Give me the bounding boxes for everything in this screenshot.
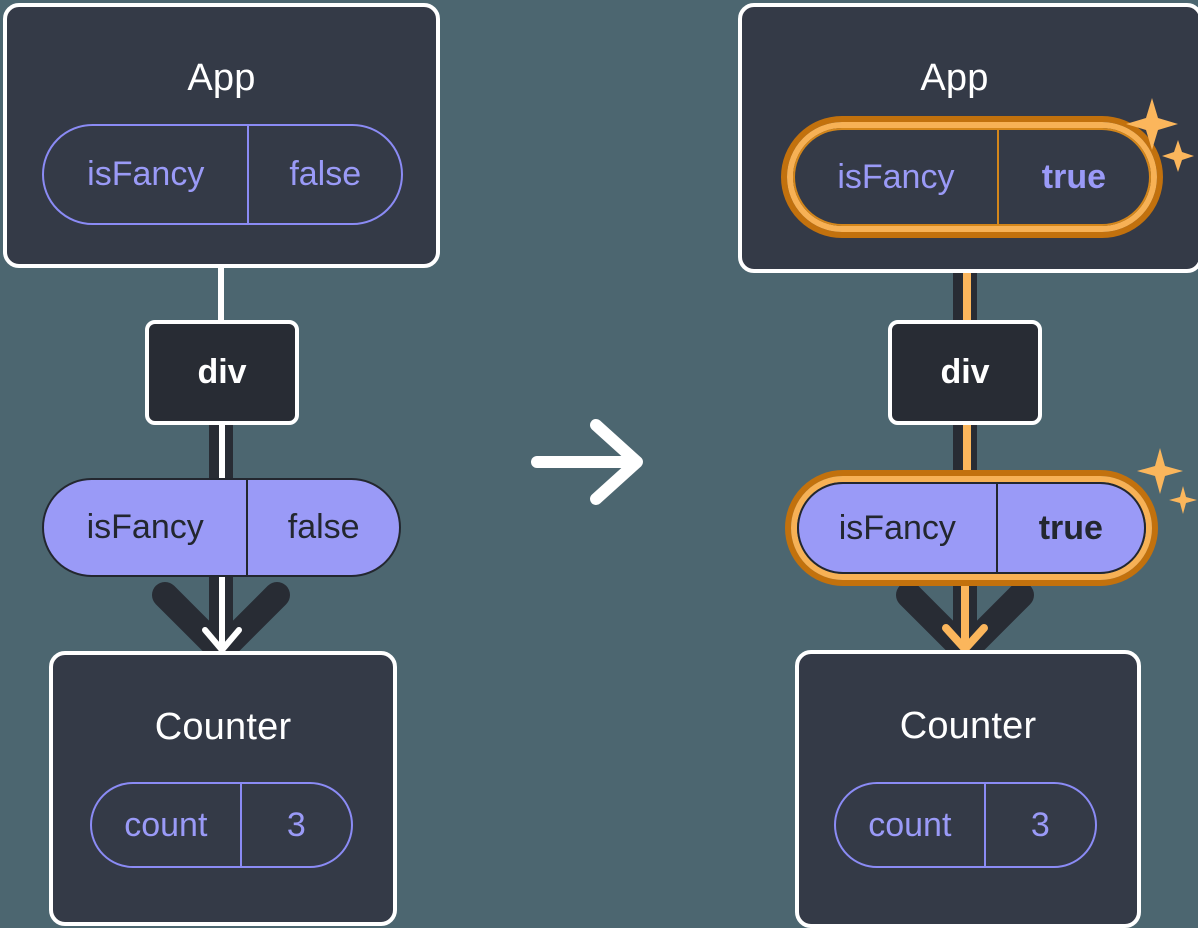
counter-state-pill-after: count 3 [834, 782, 1097, 868]
edge-div-to-pill-orange-after [963, 420, 971, 492]
app-prop-pill-key-after: isFancy [837, 157, 955, 196]
prop-pill-key-after: isFancy [838, 508, 956, 547]
prop-pill-before: isFancy false [42, 478, 401, 577]
prop-pill-key-before: isFancy [86, 508, 204, 546]
edge-app-to-div-before [218, 226, 224, 326]
edge-app-to-div-orange-after [963, 226, 971, 326]
app-title-before: App [187, 57, 256, 99]
app-prop-pill-before: isFancy false [42, 124, 403, 225]
div-node-label-after: div [940, 353, 990, 391]
app-prop-pill-value-before: false [247, 126, 401, 223]
app-prop-pill-key-before: isFancy [87, 155, 205, 193]
counter-state-pill-key-before: count [124, 805, 208, 844]
app-prop-pill-after: isFancy true [793, 128, 1151, 226]
prop-pill-value-after: true [995, 484, 1144, 572]
counter-title-after: Counter [899, 705, 1037, 747]
app-prop-pill-value-after: true [996, 130, 1149, 224]
arrow-right-icon [531, 419, 643, 505]
counter-state-pill-value-after: 3 [983, 784, 1095, 866]
counter-title-before: Counter [154, 706, 292, 748]
arrow-pill-to-counter-orange-after [942, 565, 988, 653]
counter-state-pill-value-before: 3 [239, 784, 351, 866]
edge-div-to-pill-white-before [219, 420, 225, 490]
div-node-label-before: div [197, 353, 247, 391]
arrow-pill-to-counter-white-before [202, 565, 242, 653]
counter-state-pill-key-after: count [868, 805, 952, 844]
div-node-box-after: div [888, 320, 1042, 425]
counter-state-pill-before: count 3 [90, 782, 353, 868]
app-title-after: App [920, 57, 989, 99]
prop-pill-after: isFancy true [797, 482, 1146, 574]
div-node-box-before: div [145, 320, 299, 425]
prop-pill-value-before: false [246, 480, 399, 575]
